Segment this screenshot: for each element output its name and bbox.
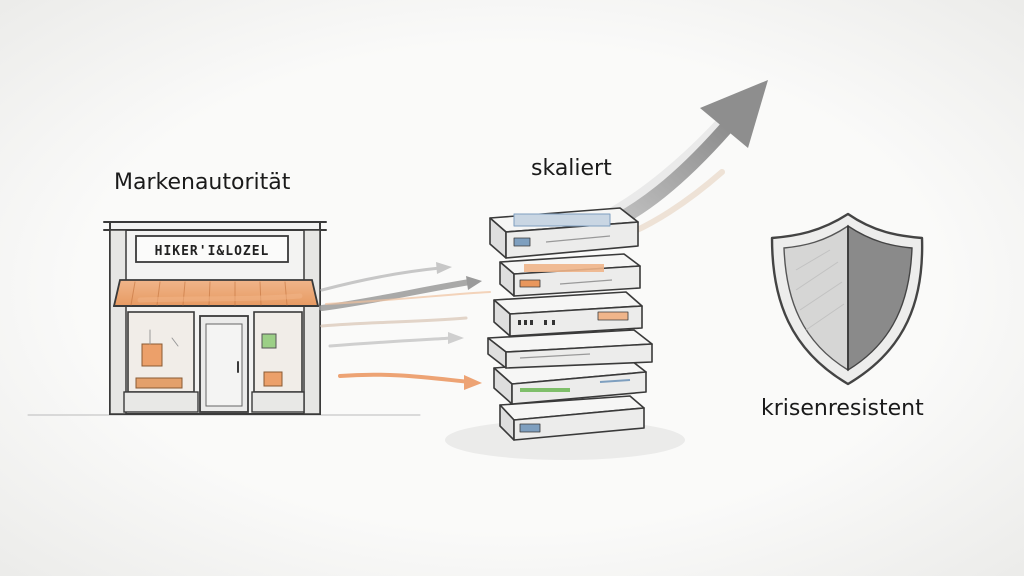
scales-label: skaliert	[531, 156, 612, 181]
storefront-icon	[27, 221, 421, 416]
flow-arrows	[319, 262, 491, 390]
crisis-resistant-label: krisenresistent	[761, 396, 924, 421]
storefront-sign-text: HIKER'I&LOZEL	[155, 244, 270, 259]
brand-authority-label: Markenautorität	[114, 170, 291, 195]
shield-icon	[770, 212, 924, 386]
server-stack-icon	[445, 207, 685, 460]
